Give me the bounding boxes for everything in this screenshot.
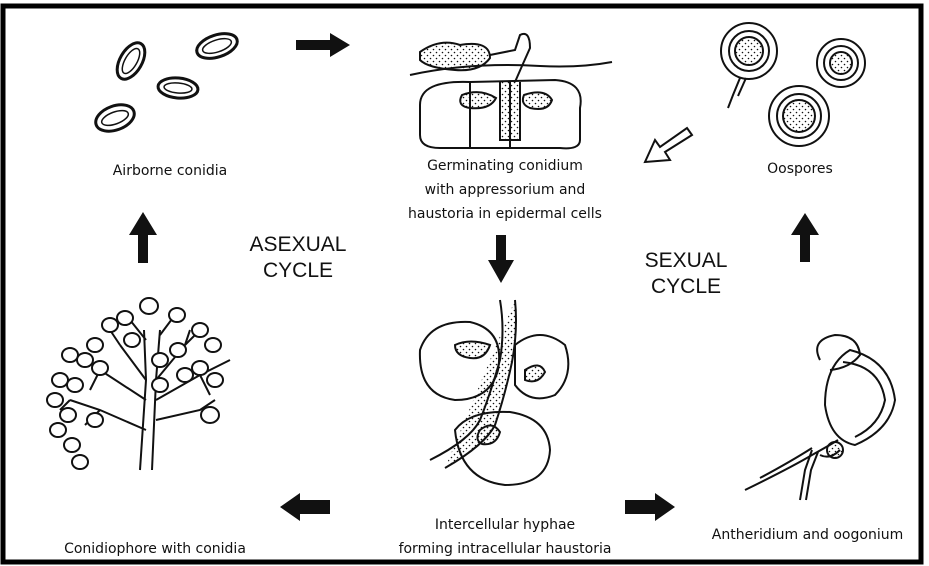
label-sexual: SEXUAL: [616, 248, 756, 274]
antheridium-oogonium-illustration: [745, 335, 895, 500]
label-germinating-line-1: Germinating conidium: [380, 158, 630, 174]
label-asexual-cycle: CYCLE: [228, 258, 368, 284]
label-germinating-line-3: haustoria in epidermal cells: [380, 206, 630, 222]
label-antheridium: Antheridium and oogonium: [695, 527, 920, 543]
arrow-right-bottom-icon: [625, 493, 675, 521]
label-intercellular-line-2: forming intracellular haustoria: [360, 541, 650, 557]
label-conidiophore: Conidiophore with conidia: [20, 541, 290, 557]
arrow-up-left-icon: [129, 212, 157, 263]
label-oospores: Oospores: [740, 161, 860, 177]
label-asexual: ASEXUAL: [228, 232, 368, 258]
arrow-right-top-icon: [296, 33, 350, 57]
arrow-up-right-icon: [791, 213, 819, 262]
label-intercellular-line-1: Intercellular hyphae: [400, 517, 610, 533]
label-sexual-cycle: CYCLE: [616, 274, 756, 300]
arrow-left-bottom-icon: [280, 493, 330, 521]
germinating-conidium-illustration: [410, 34, 612, 148]
oospores-illustration: [721, 23, 865, 146]
airborne-conidia-illustration: [92, 29, 240, 136]
arrow-hollow-down-left-icon: [645, 128, 692, 162]
arrow-down-center-icon: [488, 235, 514, 283]
conidiophore-illustration: [47, 298, 230, 470]
intercellular-hyphae-illustration: [420, 300, 568, 485]
label-airborne-conidia: Airborne conidia: [100, 163, 240, 179]
label-germinating-line-2: with appressorium and: [380, 182, 630, 198]
